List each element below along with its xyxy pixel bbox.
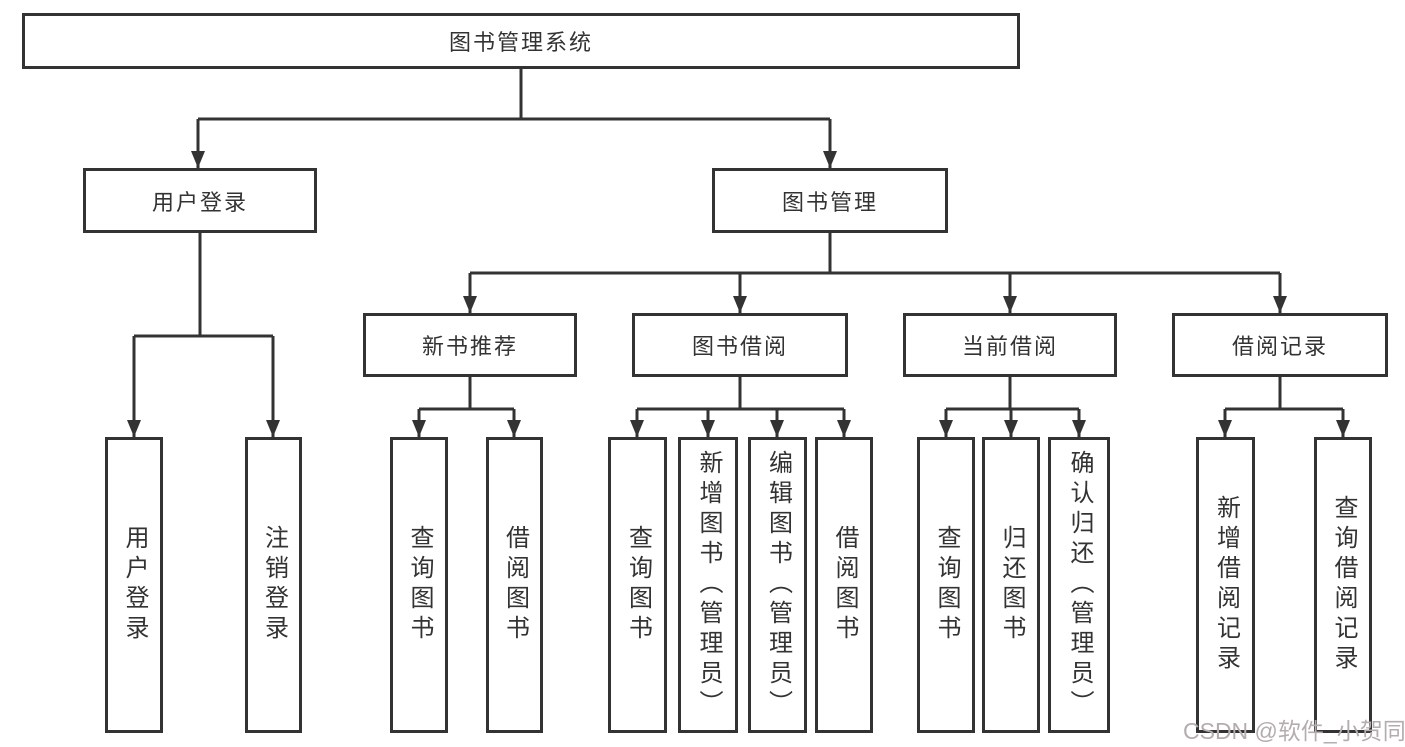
leaf-add-borrow-record: 新增借阅记录 (1196, 437, 1255, 733)
leaf-user-login: 用户登录 (105, 437, 163, 733)
connector-borrow-record-children (1218, 377, 1350, 437)
node-book-borrow: 图书借阅 (632, 313, 848, 377)
leaf-query-borrow-record: 查询借阅记录 (1314, 437, 1372, 733)
node-root: 图书管理系统 (22, 13, 1020, 69)
leaf-confirm-return-admin: 确认归还（管理员） (1048, 437, 1110, 733)
watermark: CSDN @软件_小贺同学 (1183, 718, 1405, 744)
leaf-logout: 注销登录 (245, 437, 302, 733)
connector-book-borrow-children (630, 377, 851, 437)
leaf-borrow-book-2: 借阅图书 (815, 437, 873, 733)
connector-current-borrow-children (939, 377, 1086, 437)
leaf-query-book-1: 查询图书 (390, 437, 448, 733)
leaf-query-book-3: 查询图书 (917, 437, 975, 733)
leaf-query-book-2: 查询图书 (608, 437, 667, 733)
node-book-management: 图书管理 (712, 168, 948, 233)
node-user-login: 用户登录 (83, 168, 317, 233)
connector-user-login-children (127, 233, 280, 437)
leaf-borrow-book-1: 借阅图书 (486, 437, 543, 733)
connector-book-management-children (463, 233, 1287, 313)
node-borrow-record: 借阅记录 (1172, 313, 1388, 377)
node-new-book-recommend: 新书推荐 (363, 313, 577, 377)
connector-root-to-level1 (191, 69, 837, 168)
leaf-edit-book-admin: 编辑图书（管理员） (748, 437, 807, 733)
leaf-return-book: 归还图书 (982, 437, 1040, 733)
node-current-borrow: 当前借阅 (903, 313, 1117, 377)
connector-new-book-children (412, 377, 521, 437)
leaf-add-book-admin: 新增图书（管理员） (678, 437, 738, 733)
